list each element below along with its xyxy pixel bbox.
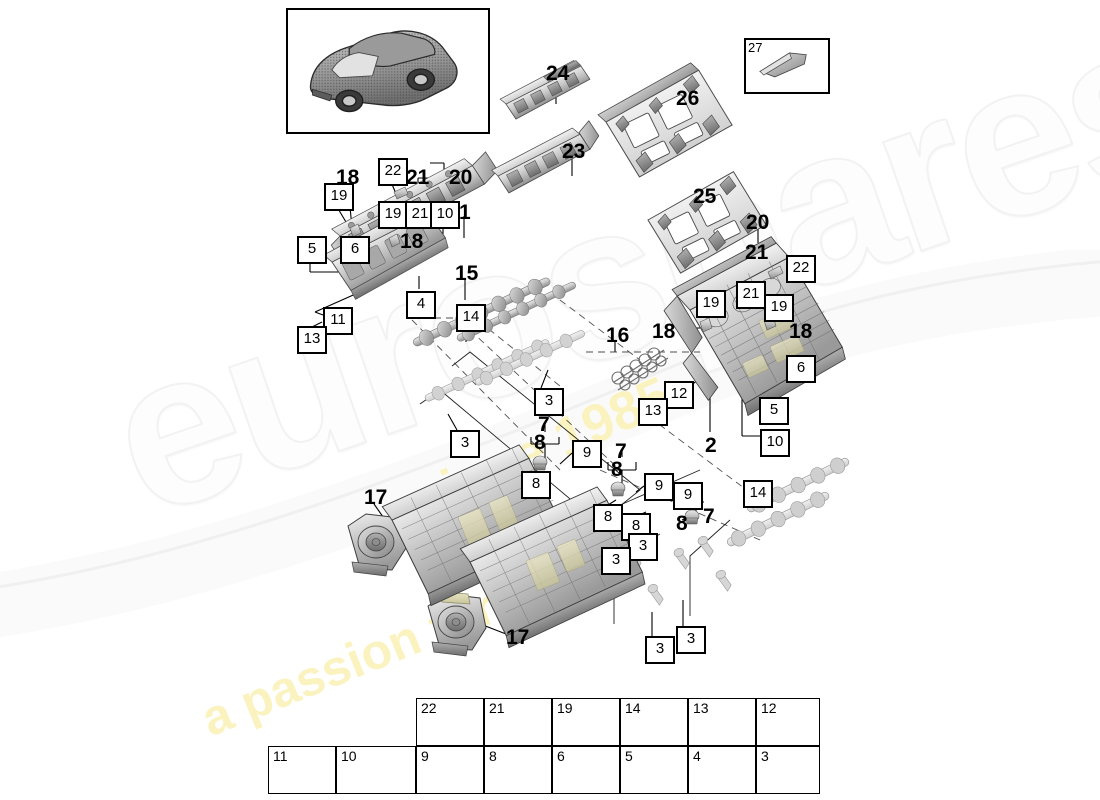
part-25-camshaft-housing xyxy=(647,170,767,274)
callout-22-left[interactable]: 22 xyxy=(378,158,408,186)
label-25: 25 xyxy=(693,185,717,208)
legend-number-6: 6 xyxy=(557,748,565,764)
label-17-b: 17 xyxy=(506,626,530,649)
vehicle-illustration xyxy=(309,30,458,113)
legend-cell-8[interactable]: 8 xyxy=(484,746,552,794)
callout-3-b[interactable]: 3 xyxy=(450,430,480,458)
vehicle-inset-frame xyxy=(286,8,490,134)
callout-3-d[interactable]: 3 xyxy=(601,547,631,575)
legend-cell-3[interactable]: 3 xyxy=(756,746,820,794)
legend-number-10: 10 xyxy=(341,748,357,764)
callout-8-d[interactable]: 8 xyxy=(593,504,623,532)
callout-10-b[interactable]: 10 xyxy=(760,429,790,457)
label-20-a: 20 xyxy=(449,166,473,189)
callout-13-b[interactable]: 13 xyxy=(638,398,668,426)
legend-number-4: 4 xyxy=(693,748,701,764)
callout-11-a[interactable]: 11 xyxy=(323,307,353,335)
callout-9-b[interactable]: 9 xyxy=(644,473,674,501)
label-18-b: 18 xyxy=(400,230,424,253)
part-27-illustration xyxy=(759,52,807,78)
label-16: 16 xyxy=(606,324,630,347)
legend-number-11: 11 xyxy=(273,748,288,764)
label-21-c: 21 xyxy=(745,241,769,264)
callout-22-b[interactable]: 22 xyxy=(786,255,816,283)
legend-number-5: 5 xyxy=(625,748,633,764)
legend-number-12: 12 xyxy=(761,700,777,716)
legend-cell-12[interactable]: 12 xyxy=(756,698,820,746)
label-8-a: 8 xyxy=(534,431,546,454)
callout-14-b[interactable]: 14 xyxy=(743,480,773,508)
label-18-d: 18 xyxy=(789,320,813,343)
callout-12-a[interactable]: 12 xyxy=(664,381,694,409)
legend-cell-21[interactable]: 21 xyxy=(484,698,552,746)
legend-number-22: 22 xyxy=(421,700,437,716)
label-26: 26 xyxy=(676,87,700,110)
camshaft-mid-a xyxy=(424,339,550,402)
callout-9-c[interactable]: 9 xyxy=(673,482,703,510)
part-16-valve-assembly xyxy=(611,347,669,391)
callout-19-d[interactable]: 19 xyxy=(764,294,794,322)
label-20-b: 20 xyxy=(746,211,770,234)
legend-cell-19[interactable]: 19 xyxy=(552,698,620,746)
legend-cell-4[interactable]: 4 xyxy=(688,746,756,794)
legend-number-8: 8 xyxy=(489,748,497,764)
legend-cell-9[interactable]: 9 xyxy=(416,746,484,794)
legend-cell-11[interactable]: 11 xyxy=(268,746,336,794)
legend-cell-5[interactable]: 5 xyxy=(620,746,688,794)
inset-27-number: 27 xyxy=(748,40,763,55)
label-1: 1 xyxy=(459,201,471,224)
callout-19-c[interactable]: 19 xyxy=(696,290,726,318)
callout-5-b[interactable]: 5 xyxy=(759,397,789,425)
legend-number-21: 21 xyxy=(489,700,505,716)
label-24: 24 xyxy=(546,62,570,85)
part-23-bearing-bridge xyxy=(491,120,600,194)
legend-cell-13[interactable]: 13 xyxy=(688,698,756,746)
label-18-c: 18 xyxy=(652,320,676,343)
callout-3-a[interactable]: 3 xyxy=(534,388,564,416)
legend-cell-14[interactable]: 14 xyxy=(620,698,688,746)
callout-9-a[interactable]: 9 xyxy=(572,440,602,468)
inset-27-frame: 27 xyxy=(744,38,830,94)
legend-cell-6[interactable]: 6 xyxy=(552,746,620,794)
legend-cell-22[interactable]: 22 xyxy=(416,698,484,746)
callout-13-a[interactable]: 13 xyxy=(297,326,327,354)
legend-number-19: 19 xyxy=(557,700,573,716)
label-8-c: 8 xyxy=(611,458,623,481)
callout-6-b[interactable]: 6 xyxy=(786,355,816,383)
callout-6-a[interactable]: 6 xyxy=(340,236,370,264)
label-2: 2 xyxy=(705,434,717,457)
callout-8-b[interactable]: 8 xyxy=(521,471,551,499)
callout-5-a[interactable]: 5 xyxy=(297,236,327,264)
callout-4-a[interactable]: 4 xyxy=(406,291,436,319)
camshaft-mid-b xyxy=(474,330,585,386)
label-23: 23 xyxy=(562,140,586,163)
callout-3-c[interactable]: 3 xyxy=(628,533,658,561)
parts-legend-table: 22 21 19 14 13 12 11 10 9 8 6 5 4 3 xyxy=(268,698,820,794)
callout-3-e[interactable]: 3 xyxy=(645,636,675,664)
label-21-a: 21 xyxy=(406,166,430,189)
callout-3-f[interactable]: 3 xyxy=(676,626,706,654)
callout-19-a[interactable]: 19 xyxy=(324,183,354,211)
label-17-a: 17 xyxy=(364,486,388,509)
part-24-bearing-bridge xyxy=(499,60,591,120)
callout-19-b[interactable]: 19 xyxy=(378,201,408,229)
label-15: 15 xyxy=(455,262,479,285)
label-8-f: 8 xyxy=(676,512,688,535)
legend-number-13: 13 xyxy=(693,700,709,716)
callout-14-a[interactable]: 14 xyxy=(456,304,486,332)
legend-number-9: 9 xyxy=(421,748,429,764)
legend-number-14: 14 xyxy=(625,700,641,716)
label-7-c: 7 xyxy=(703,505,715,528)
label-18-a: 18 xyxy=(336,166,360,189)
part-26-camshaft-housing xyxy=(597,62,733,178)
legend-cell-10[interactable]: 10 xyxy=(336,746,416,794)
callout-21-d[interactable]: 21 xyxy=(736,281,766,309)
callout-10-a[interactable]: 10 xyxy=(430,201,460,229)
legend-number-3: 3 xyxy=(761,748,769,764)
